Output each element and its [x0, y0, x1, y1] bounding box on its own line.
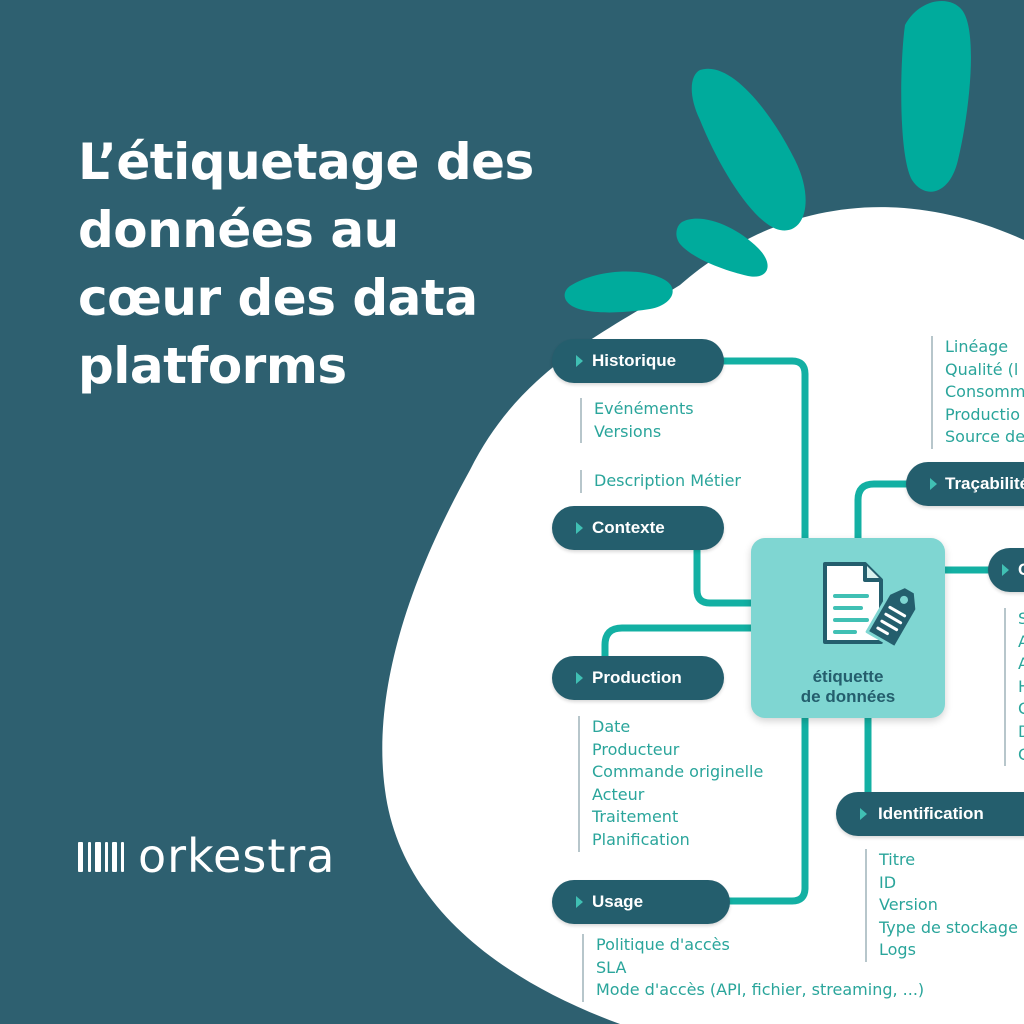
production-items: Date Producteur Commande originelle Acte… — [578, 716, 763, 852]
list-item: Consomm — [945, 382, 1024, 402]
list-item: Logs — [879, 940, 916, 960]
triangle-right-icon — [576, 896, 583, 908]
list-item: Politique d'accès — [596, 935, 730, 954]
list-item: A — [1018, 631, 1024, 651]
list-item: H — [1018, 676, 1024, 699]
list-item: Type de stockage — [879, 917, 1018, 937]
list-item: Commande originelle — [592, 762, 764, 782]
node-production: Production — [552, 656, 724, 700]
connector-historique — [714, 357, 809, 544]
cropped-items: S A A H C D C — [1004, 608, 1024, 767]
barcode-logo-icon — [78, 836, 124, 876]
list-item: Acteur — [592, 784, 645, 804]
list-item: D — [1018, 721, 1024, 744]
list-item: Mode d'accès (API, fichier, streaming, .… — [596, 980, 925, 1000]
brand-name: orkestra — [138, 829, 336, 883]
list-item: SLA — [596, 957, 627, 977]
center-label-line-2: de données — [800, 687, 896, 706]
node-historique-label: Historique — [592, 351, 677, 370]
list-item: Evénéments — [594, 399, 694, 418]
list-item: Linéage — [945, 337, 1009, 356]
node-tracabilite: Traçabilité — [906, 462, 1024, 506]
list-item: A — [1018, 654, 1024, 674]
page-title: L’étiquetage des données au cœur des dat… — [78, 128, 534, 400]
node-contexte-label: Contexte — [592, 518, 665, 537]
triangle-right-icon — [860, 808, 867, 820]
connector-contexte — [693, 544, 756, 607]
list-item: Version — [879, 895, 938, 915]
list-item: Planification — [592, 829, 690, 849]
connector-tracabilite — [854, 480, 916, 544]
title-line-3: cœur des data — [78, 269, 478, 327]
usage-items: Politique d'accès SLA Mode d'accès (API,… — [582, 934, 924, 1002]
list-item: C — [1018, 699, 1024, 719]
node-identification: Identification — [836, 792, 1024, 836]
list-item: C — [1018, 744, 1024, 764]
tracabilite-items: Linéage Qualité (l Consomm Productio Sou… — [931, 336, 1024, 449]
center-node: étiquette de données — [751, 538, 945, 718]
list-item: Date — [592, 717, 631, 736]
connector-usage — [724, 714, 809, 905]
triangle-right-icon — [576, 355, 583, 367]
orkestra-logo: orkestra — [78, 832, 335, 880]
list-item: Source de — [945, 427, 1024, 447]
title-line-1: L’étiquetage des — [78, 133, 534, 191]
connector-production — [601, 624, 756, 662]
accent-ray-2 — [901, 1, 971, 192]
node-usage-label: Usage — [592, 892, 644, 911]
historique-items: Evénéments Versions — [580, 398, 694, 444]
triangle-right-icon — [1002, 564, 1009, 576]
identification-items: Titre ID Version Type de stockage Logs — [865, 849, 1018, 962]
node-tracabilite-label: Traçabilité — [945, 474, 1024, 493]
node-production-label: Production — [592, 668, 682, 687]
list-item: S — [1018, 609, 1024, 628]
connector-lines — [601, 357, 996, 905]
accent-ray-4 — [564, 271, 673, 313]
triangle-right-icon — [930, 478, 937, 490]
list-item: Description Métier — [594, 471, 741, 490]
title-line-4: platforms — [78, 337, 347, 395]
node-cropped-label: C — [1018, 560, 1024, 579]
document-tag-icon — [823, 562, 919, 650]
node-cropped: C — [988, 548, 1024, 592]
list-item: Titre — [879, 850, 916, 869]
triangle-right-icon — [576, 522, 583, 534]
accent-ray-3 — [676, 218, 768, 277]
triangle-right-icon — [576, 672, 583, 684]
node-usage: Usage — [552, 880, 730, 924]
accent-ray-1 — [691, 68, 806, 231]
list-item: Qualité (l — [945, 359, 1019, 379]
center-label-line-1: étiquette — [812, 667, 884, 686]
center-label: étiquette de données — [751, 667, 945, 707]
list-item: ID — [879, 872, 897, 892]
list-item: Versions — [594, 421, 662, 441]
node-contexte: Contexte — [552, 506, 724, 550]
node-historique: Historique — [552, 339, 724, 383]
node-identification-label: Identification — [878, 804, 984, 823]
list-item: Producteur — [592, 739, 680, 759]
list-item: Productio — [945, 404, 1020, 424]
title-line-2: données au — [78, 201, 399, 259]
contexte-items: Description Métier — [580, 470, 741, 493]
list-item: Traitement — [592, 807, 679, 827]
